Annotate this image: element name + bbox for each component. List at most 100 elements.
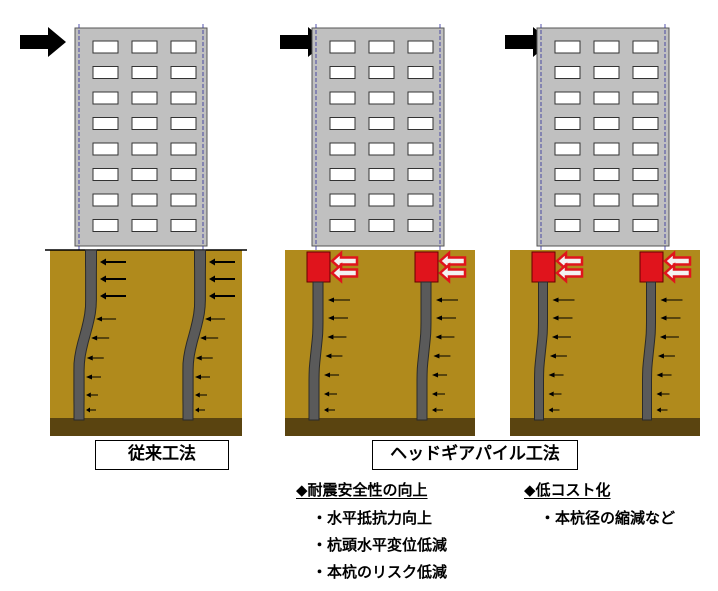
resistance-arrow-icon (435, 334, 442, 340)
resistance-arrow-icon (549, 353, 556, 359)
window (368, 219, 395, 232)
resistance-arrow-icon (657, 353, 664, 359)
window (92, 219, 119, 232)
window (593, 117, 620, 130)
resistance-arrow-icon (195, 407, 199, 413)
window (131, 117, 158, 130)
resistance-arrow-icon (209, 258, 215, 266)
resistance-arrow-icon (432, 407, 437, 413)
window (554, 168, 581, 181)
bearing-layer (510, 418, 700, 436)
resistance-arrow-icon (100, 258, 106, 266)
resistance-arrow-icon (433, 353, 440, 359)
window (368, 91, 395, 105)
resistance-arrow-icon (548, 372, 555, 378)
resistance-arrow-icon (552, 297, 559, 303)
pile (182, 249, 206, 421)
load-arrow-icon (20, 27, 66, 57)
resistance-arrow-icon (100, 275, 106, 283)
window (131, 66, 158, 79)
resistance-arrow-icon (436, 297, 442, 303)
pile (534, 281, 548, 421)
window (170, 142, 197, 156)
window (131, 168, 158, 181)
bearing-layer (50, 418, 242, 436)
cost-heading: ◆低コスト化 (524, 481, 611, 499)
resistance-arrow-icon (209, 275, 215, 283)
window (368, 40, 395, 54)
resistance-arrow-icon (660, 297, 667, 303)
window (329, 40, 356, 54)
window (407, 91, 434, 105)
resistance-arrow-icon (548, 407, 553, 413)
window (593, 91, 620, 105)
window (368, 168, 395, 181)
head-arrow-icon (330, 262, 359, 284)
window (407, 219, 434, 232)
resistance-arrow-icon (660, 315, 667, 321)
window (593, 142, 620, 156)
window (407, 66, 434, 79)
window (593, 219, 620, 232)
window (329, 168, 356, 181)
building (311, 27, 445, 247)
window (92, 193, 119, 207)
window (593, 40, 620, 54)
window (407, 117, 434, 130)
building (536, 27, 670, 247)
window (92, 117, 119, 130)
resistance-arrow-icon (432, 391, 438, 397)
head-arrow-icon (438, 262, 467, 284)
resistance-arrow-icon (656, 372, 663, 378)
window (329, 66, 356, 79)
window (92, 91, 119, 105)
window (92, 168, 119, 181)
window (632, 91, 659, 105)
window (329, 142, 356, 156)
window (554, 40, 581, 54)
resistance-arrow-icon (86, 392, 91, 398)
window (632, 168, 659, 181)
resistance-arrow-icon (96, 316, 103, 322)
resistance-arrow-icon (548, 391, 554, 397)
resistance-arrow-icon (656, 391, 662, 397)
window (407, 193, 434, 207)
seismic-item: ・本杭のリスク低減 (312, 563, 448, 581)
bearing-layer (285, 418, 475, 436)
window (329, 91, 356, 105)
cost-item: ・本杭径の縮減など (540, 509, 676, 527)
window (632, 66, 659, 79)
window (92, 66, 119, 79)
window (407, 168, 434, 181)
resistance-arrow-icon (324, 391, 330, 397)
resistance-arrow-icon (327, 334, 334, 340)
head-arrow-icon (555, 262, 584, 284)
resistance-arrow-icon (86, 374, 92, 380)
window (368, 142, 395, 156)
window (170, 219, 197, 232)
window (554, 219, 581, 232)
pile-head (306, 251, 331, 283)
seismic-item: ・杭頭水平変位低減 (312, 536, 448, 554)
window (368, 66, 395, 79)
window (131, 91, 158, 105)
resistance-arrow-icon (100, 292, 106, 300)
resistance-arrow-icon (552, 315, 559, 321)
resistance-arrow-icon (209, 292, 215, 300)
window (632, 219, 659, 232)
window (131, 142, 158, 156)
resistance-arrow-icon (324, 372, 331, 378)
window (92, 142, 119, 156)
resistance-arrow-icon (324, 407, 329, 413)
window (632, 40, 659, 54)
window (407, 40, 434, 54)
seismic-heading: ◆耐震安全性の向上 (296, 481, 428, 499)
head-arrow-icon (663, 262, 692, 284)
resistance-arrow-icon (205, 316, 212, 322)
resistance-arrow-icon (328, 315, 334, 321)
pile (416, 281, 432, 421)
window (170, 40, 197, 54)
conventional-method-label: 従来工法 (95, 440, 229, 470)
window (329, 193, 356, 207)
